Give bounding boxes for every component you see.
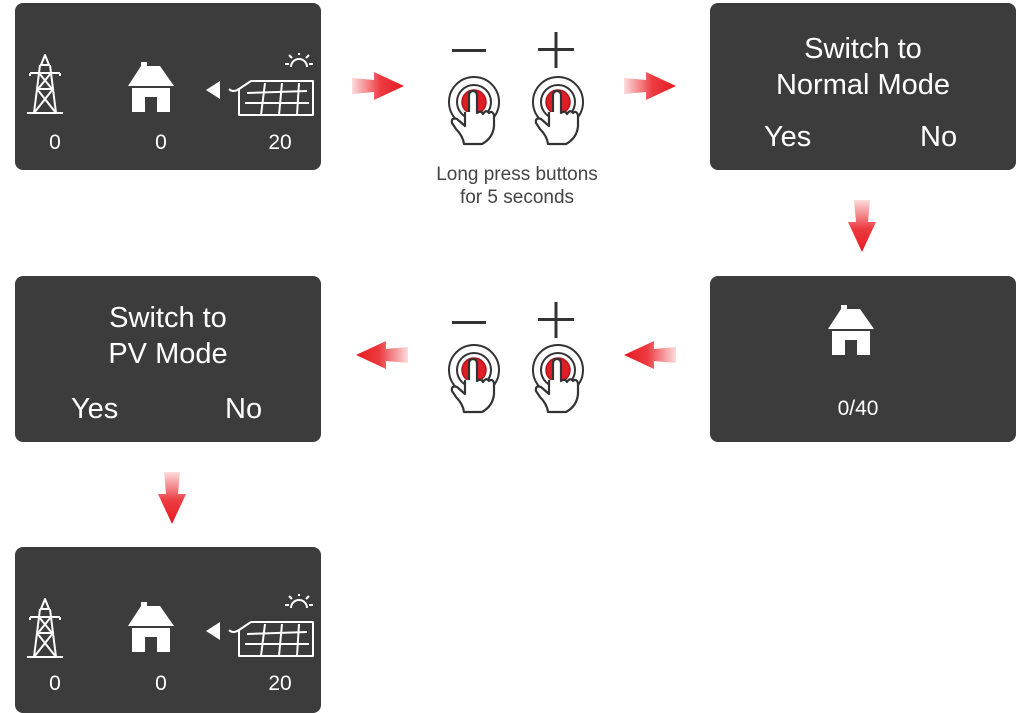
title-line-2: Normal Mode bbox=[775, 69, 951, 101]
house-icon bbox=[128, 62, 174, 112]
press-button-icon bbox=[447, 75, 501, 146]
house-icon bbox=[828, 305, 874, 355]
screen-pv-mode-display: 0 0 20 bbox=[15, 547, 321, 713]
flow-arrow-left bbox=[624, 341, 676, 369]
pv-value: 20 bbox=[268, 672, 292, 695]
flow-arrow-down bbox=[158, 472, 186, 524]
screen-switch-pv-mode: Switch to PV Mode Yes No bbox=[15, 276, 321, 442]
minus-icon bbox=[452, 49, 486, 52]
caption-line-1: Long press buttons bbox=[436, 164, 598, 185]
arrow-icon bbox=[206, 81, 220, 99]
home-value: 0 bbox=[155, 672, 167, 695]
title-line-1: Switch to bbox=[804, 33, 922, 65]
screen-switch-normal-mode: Switch to Normal Mode Yes No bbox=[710, 3, 1016, 170]
arrow-icon bbox=[206, 622, 220, 640]
house-icon bbox=[128, 602, 174, 652]
plus-icon bbox=[538, 32, 574, 68]
press-button-icon bbox=[531, 75, 585, 146]
title-line-1: Switch to bbox=[109, 302, 227, 334]
caption-line-2: for 5 seconds bbox=[459, 187, 575, 208]
no-option[interactable]: No bbox=[920, 121, 958, 153]
title-line-2: PV Mode bbox=[108, 338, 228, 370]
screen-title: Switch to PV Mode bbox=[15, 300, 321, 372]
button-press-group-2 bbox=[440, 296, 590, 416]
long-press-caption: Long press buttons for 5 seconds bbox=[400, 163, 634, 209]
screen-home-load: 0/40 bbox=[710, 276, 1016, 442]
yes-option[interactable]: Yes bbox=[71, 393, 119, 425]
screen-title: Switch to Normal Mode bbox=[710, 31, 1016, 103]
flow-arrow-down bbox=[848, 200, 876, 252]
plus-icon bbox=[538, 302, 574, 338]
power-tower-icon bbox=[26, 54, 64, 114]
flow-arrow-right bbox=[352, 72, 404, 100]
yes-option[interactable]: Yes bbox=[764, 121, 812, 153]
flow-arrow-left bbox=[356, 341, 408, 369]
solar-panel-icon bbox=[228, 594, 314, 657]
home-value: 0 bbox=[155, 131, 167, 154]
screen-pv-mode-display: 0 0 20 bbox=[15, 3, 321, 170]
pv-value: 20 bbox=[268, 131, 292, 154]
button-press-group-1 bbox=[440, 28, 590, 148]
power-tower-icon bbox=[26, 598, 64, 658]
minus-icon bbox=[452, 321, 486, 324]
press-button-icon bbox=[531, 343, 585, 414]
solar-panel-icon bbox=[228, 53, 314, 116]
grid-value: 0 bbox=[49, 672, 61, 695]
grid-value: 0 bbox=[49, 131, 61, 154]
no-option[interactable]: No bbox=[225, 393, 263, 425]
load-value: 0/40 bbox=[837, 397, 879, 420]
press-button-icon bbox=[447, 343, 501, 414]
flow-arrow-right bbox=[624, 72, 676, 100]
